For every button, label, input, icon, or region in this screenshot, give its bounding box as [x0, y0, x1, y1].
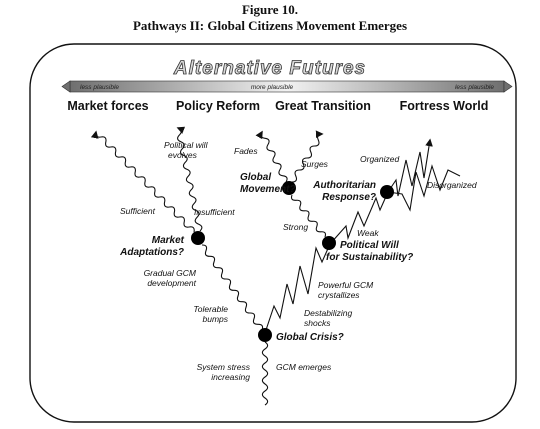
plausibility-right-arrow [503, 80, 513, 93]
scenario-policy-reform: Policy Reform [176, 99, 260, 113]
plausibility-right: less plausible [455, 84, 494, 91]
node-authoritarian [380, 185, 394, 199]
label-political-will-1: Political Will [340, 240, 399, 251]
weak-shock-path [329, 191, 389, 245]
label-political-will-evolves-2: evolves [168, 150, 198, 160]
path-market-sufficient [90, 130, 195, 233]
plausibility-left-arrow [61, 80, 71, 93]
label-tolerable-bumps-1: Tolerable [193, 304, 228, 314]
label-gradual-gcm-1: Gradual GCM [144, 268, 197, 278]
node-market-adaptations [191, 231, 205, 245]
label-global-movement-1: Global [240, 172, 271, 183]
label-powerful-gcm-1: Powerful GCM [318, 280, 374, 290]
label-system-stress-2: increasing [211, 372, 250, 382]
node-global-crisis [258, 328, 272, 342]
label-destabilizing-shocks-1: Destabilizing [304, 308, 352, 318]
label-fades: Fades [234, 146, 258, 156]
label-powerful-gcm-2: crystallizes [318, 290, 360, 300]
organized-shock-path [387, 138, 433, 197]
scenario-great-transition: Great Transition [275, 99, 371, 113]
label-political-will-evolves-1: Political will [164, 140, 209, 150]
disorganized-shock-path [387, 164, 461, 212]
label-market-adaptations-1: Market [152, 235, 185, 246]
figure-number: Figure 10. [241, 2, 299, 17]
pathway-lines [90, 126, 327, 406]
label-destabilizing-shocks-2: shocks [304, 318, 331, 328]
label-system-stress-1: System stress [197, 362, 251, 372]
label-authoritarian-2: Response? [322, 192, 376, 203]
path-market-insufficient [176, 126, 203, 232]
diagram-frame [29, 43, 517, 423]
path-political-strong [290, 194, 327, 238]
label-gradual-gcm-2: development [147, 278, 196, 288]
plausibility-center: more plausible [251, 84, 294, 91]
label-tolerable-bumps-2: bumps [202, 314, 228, 324]
label-surges: Surges [301, 159, 329, 169]
path-crisis-to-market [201, 244, 264, 331]
path-movement-surges [291, 130, 324, 183]
label-disorganized: Disorganized [427, 180, 477, 190]
figure-title: Pathways II: Global Citizens Movement Em… [132, 18, 408, 33]
path-movement-fades [255, 130, 288, 183]
label-weak: Weak [357, 228, 379, 238]
node-political-will [322, 236, 336, 250]
label-global-crisis: Global Crisis? [276, 332, 344, 343]
label-organized: Organized [360, 154, 399, 164]
destabilizing-shock-path [265, 243, 331, 331]
scenario-market-forces: Market forces [67, 99, 148, 113]
plausibility-left: less plausible [80, 84, 119, 91]
banner-text: Alternative Futures [173, 58, 366, 79]
label-market-adaptations-2: Adaptations? [119, 247, 184, 258]
label-authoritarian-1: Authoritarian [312, 180, 376, 191]
label-political-will-2: for Sustainability? [326, 252, 413, 263]
label-gcm-emerges: GCM emerges [276, 362, 332, 372]
node-global-movement [282, 181, 296, 195]
scenario-fortress-world: Fortress World [400, 99, 489, 113]
label-global-movement-2: Movement? [240, 184, 296, 195]
path-stress-to-crisis [261, 341, 269, 406]
label-sufficient: Sufficient [120, 206, 156, 216]
label-insufficient: Insufficient [194, 207, 235, 217]
label-strong: Strong [283, 222, 308, 232]
